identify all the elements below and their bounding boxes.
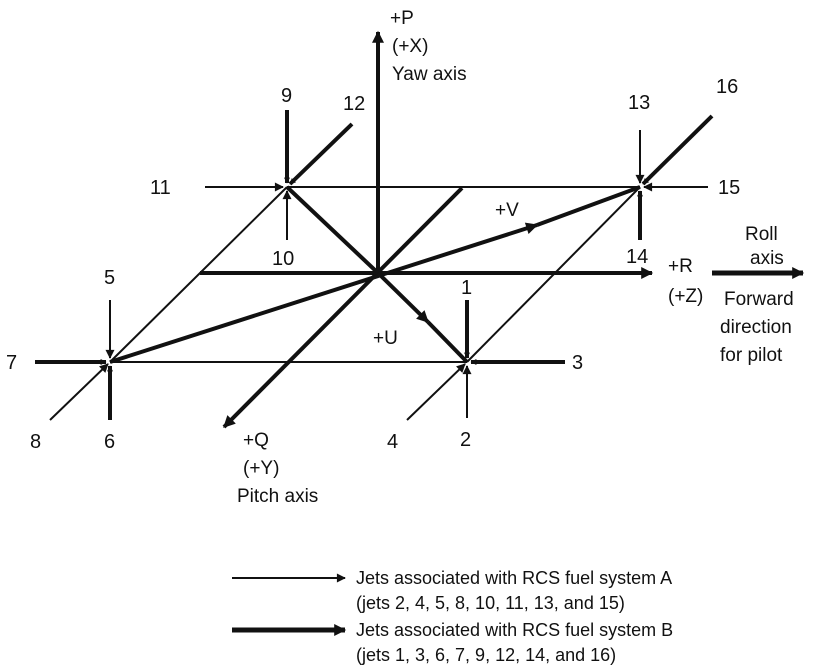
q-axis-label: +Q: [243, 430, 269, 451]
for-pilot-label: for pilot: [720, 345, 783, 366]
pitch-axis-line: [222, 186, 464, 429]
jet-4-arrow: [406, 363, 466, 421]
v-axis-extension: [536, 185, 641, 227]
jet-15-label: 15: [718, 177, 740, 199]
r-axis-label: +R: [668, 256, 693, 277]
v-vector-label: +V: [495, 200, 519, 221]
z-axis-label: (+Z): [668, 286, 703, 307]
jet-16-arrow: [641, 114, 714, 186]
jet-5-label: 5: [104, 267, 115, 289]
jet-11-label: 11: [150, 177, 171, 199]
legend: Jets associated with RCS fuel system A (…: [232, 568, 673, 665]
u-vector-label: +U: [373, 328, 398, 349]
jet-4-label: 4: [387, 431, 398, 453]
jet-12-label: 12: [343, 93, 365, 115]
jets-system-b: [35, 110, 714, 420]
roll-label: Roll: [745, 224, 778, 245]
jets-system-a: [49, 130, 708, 421]
jet-6-label: 6: [104, 431, 115, 453]
jet-12-arrow: [288, 122, 354, 186]
axes: [109, 30, 805, 429]
direction-label: direction: [720, 317, 792, 338]
jet-2-label: 2: [460, 429, 471, 451]
jet-8-label: 8: [30, 431, 41, 453]
frame-left-edge: [109, 186, 288, 363]
u-diagonal-upper: [285, 185, 380, 275]
u-axis-line: [376, 271, 430, 324]
legend-system-a-line1: Jets associated with RCS fuel system A: [356, 568, 672, 588]
jet-9-label: 9: [281, 85, 292, 107]
pitch-axis-label: Pitch axis: [237, 486, 318, 507]
jet-8-arrow: [49, 363, 109, 421]
jet-14-label: 14: [626, 246, 648, 268]
legend-system-a-line2: (jets 2, 4, 5, 8, 10, 11, 13, and 15): [356, 593, 625, 613]
legend-system-b-line2: (jets 1, 3, 6, 7, 9, 12, 14, and 16): [356, 645, 616, 665]
yaw-axis-label: Yaw axis: [392, 64, 467, 85]
axis-label: axis: [750, 248, 784, 269]
u-diagonal-lower: [426, 320, 469, 364]
legend-system-b-line1: Jets associated with RCS fuel system B: [356, 620, 673, 640]
jet-16-label: 16: [716, 76, 738, 98]
jet-3-label: 3: [572, 352, 583, 374]
forward-label: Forward: [724, 289, 794, 310]
jet-10-label: 10: [272, 248, 294, 270]
p-axis-label: +P: [390, 8, 414, 29]
jet-13-label: 13: [628, 92, 650, 114]
jet-7-label: 7: [6, 352, 17, 374]
x-axis-label: (+X): [392, 36, 428, 57]
v-axis-line: [109, 222, 539, 364]
y-axis-label: (+Y): [243, 458, 279, 479]
jet-1-label: 1: [461, 277, 472, 299]
